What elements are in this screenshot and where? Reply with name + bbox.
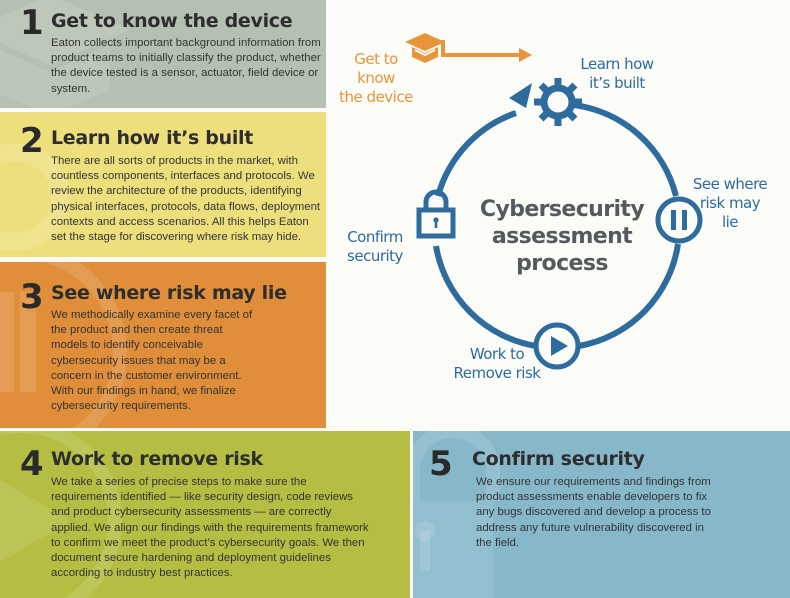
step-number: 4 xyxy=(20,444,44,484)
label-get-to-know-device: Get to know the device xyxy=(339,50,413,106)
gear-icon xyxy=(534,78,582,126)
step-title: Get to know the device xyxy=(51,10,293,32)
step-number: 1 xyxy=(20,3,44,43)
step-description: We ensure our requirements and findings … xyxy=(476,476,711,549)
label-learn-how-built: Learn how it’s built xyxy=(580,55,654,92)
label-see-where-risk: See where risk may lie xyxy=(692,175,768,231)
process-cycle-diagram: Get to know the device Learn how it’s bu… xyxy=(326,0,790,431)
play-icon xyxy=(533,322,581,370)
graduation-cap-icon xyxy=(405,33,445,63)
step-title: See where risk may lie xyxy=(51,282,287,304)
step-title: Confirm security xyxy=(472,448,645,470)
label-confirm-security: Confirm security xyxy=(347,228,403,265)
cycle-graphic xyxy=(405,33,703,370)
step-description: Eaton collects important background info… xyxy=(51,37,321,95)
diagram-center-title: Cybersecurity assessment process xyxy=(479,197,645,276)
step-1-panel: 1 Get to know the device Eaton collects … xyxy=(0,0,326,108)
step-4-panel: 4 Work to remove risk We take a series o… xyxy=(0,431,410,598)
step-number: 2 xyxy=(20,121,44,161)
label-work-to-remove-risk: Work to Remove risk xyxy=(453,345,541,382)
step-2-panel: 2 Learn how it’s built There are all sor… xyxy=(0,112,326,257)
step-number: 3 xyxy=(20,277,44,317)
padlock-icon xyxy=(416,189,456,239)
cycle-arrowhead xyxy=(509,83,532,108)
step-3-panel: 3 See where risk may lie We methodically… xyxy=(0,262,326,428)
step-title: Work to remove risk xyxy=(51,448,263,470)
step-5-panel: 5 Confirm security We ensure our require… xyxy=(413,431,790,598)
step-description: We take a series of precise steps to mak… xyxy=(51,476,369,580)
start-arrowhead xyxy=(519,48,532,62)
step-number: 5 xyxy=(429,444,453,484)
step-description: We methodically examine every facet of t… xyxy=(51,309,253,413)
pause-icon xyxy=(655,196,703,244)
step-description: There are all sorts of products in the m… xyxy=(51,155,321,244)
step-title: Learn how it’s built xyxy=(51,127,254,149)
start-arrow xyxy=(441,40,521,57)
